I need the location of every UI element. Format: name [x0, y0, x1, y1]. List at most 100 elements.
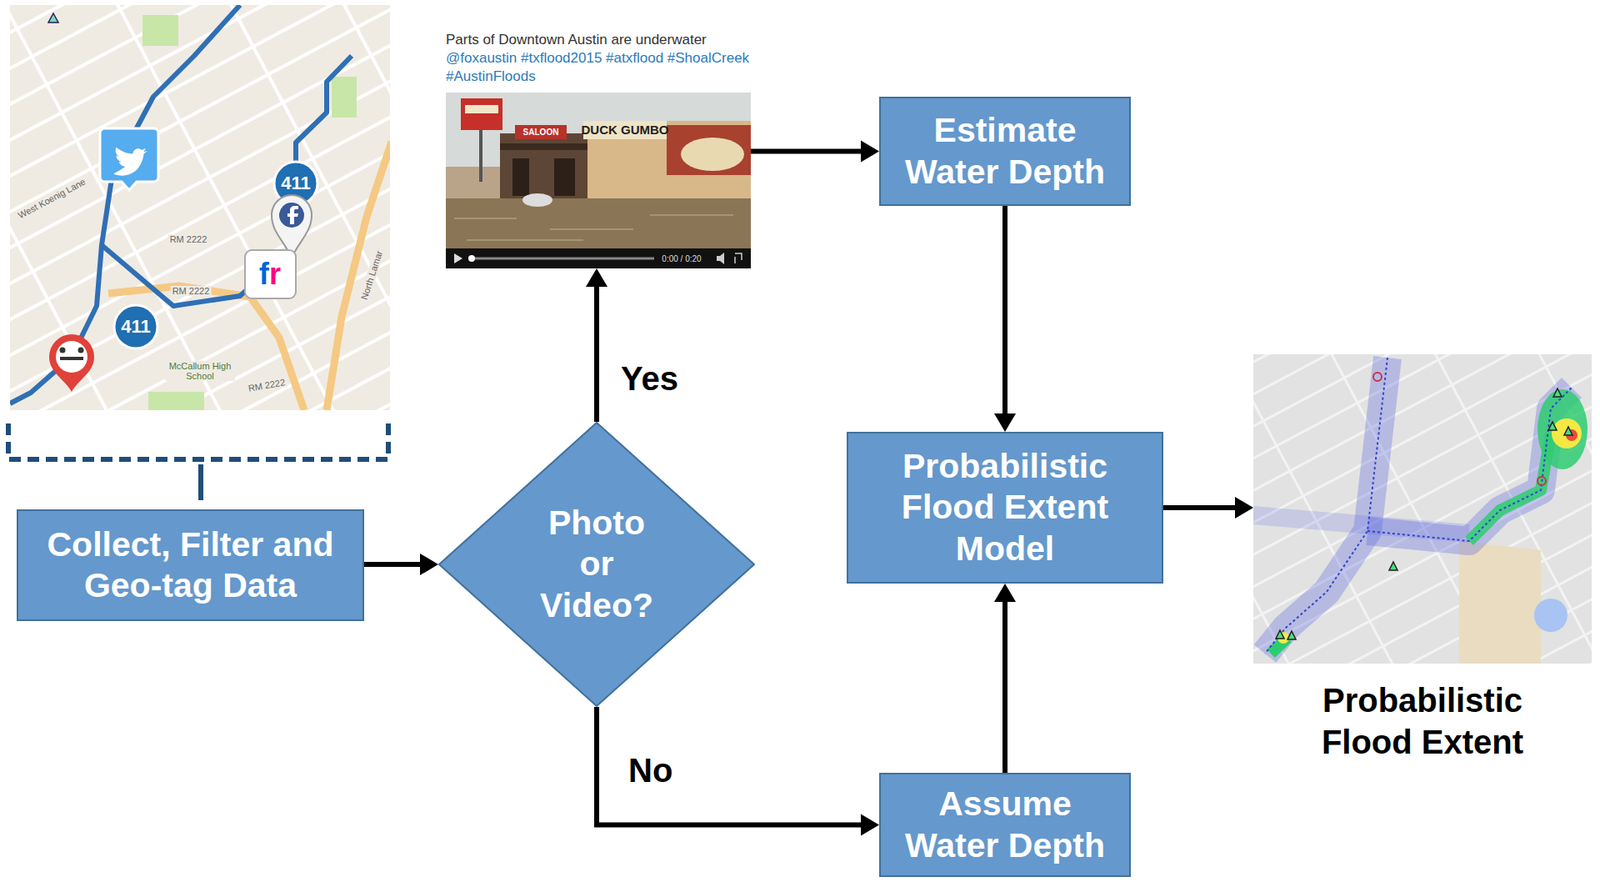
result-map: Probabilistic Flood Extent [1253, 354, 1592, 763]
street-name: RM 2222 [170, 285, 212, 296]
arrow-head [420, 553, 439, 575]
play-icon [454, 253, 463, 264]
volume-icon [716, 252, 725, 265]
flood-band [1265, 357, 1388, 654]
arrow-head [860, 814, 880, 836]
flood-heat [1469, 433, 1551, 541]
tweet-hashtags: @foxaustin #txflood2015 #atxflood #Shoal… [445, 49, 751, 86]
marker-triangle [1287, 630, 1296, 640]
flood-photo [445, 92, 751, 269]
connector [596, 706, 880, 836]
street-name: RM 2222 [168, 234, 210, 245]
stretcher-icon [60, 356, 84, 360]
video-time: 0:00 / 0:20 [661, 254, 701, 264]
photo-awning [500, 143, 592, 150]
text-group: Collect, Filter and Geo-tag Data [33, 524, 348, 606]
text-group: Assume Water Depth [895, 783, 1115, 865]
node-text: Assume Water Depth [895, 783, 1115, 865]
connector-line [594, 286, 600, 422]
marker-triangle [1275, 630, 1285, 639]
connector-line [1002, 601, 1008, 773]
marker-triangle [1553, 388, 1562, 397]
park [331, 76, 357, 118]
photo-mural [680, 137, 745, 171]
flickr-tile [245, 250, 296, 299]
map-ground [1253, 354, 1592, 664]
route-number: 411 [280, 173, 311, 194]
text-group: Parts of Downtown Austin are underwater@… [445, 30, 751, 86]
photo-sky [445, 92, 751, 269]
route-number: 411 [120, 316, 151, 337]
connector-line [364, 561, 420, 567]
input-map [10, 5, 390, 410]
creek-route [10, 5, 240, 404]
call-marker [114, 305, 158, 349]
decision-diamond: Photo or Video? [438, 421, 755, 707]
marker-triangle [48, 13, 59, 23]
marker-circle [1537, 476, 1546, 485]
arrow-head [585, 268, 608, 287]
marker-triangle [1389, 561, 1398, 570]
process-box: Collect, Filter and Geo-tag Data [16, 509, 365, 621]
node-text: Collect, Filter and Geo-tag Data [33, 524, 348, 606]
text-group: Photo or Video? [534, 502, 660, 626]
connector [364, 553, 439, 575]
park [148, 391, 205, 410]
flood-heat [1537, 389, 1588, 470]
twitter-icon [100, 128, 159, 190]
road [108, 285, 305, 410]
dashed-bracket [8, 423, 389, 460]
creek-line [1265, 357, 1388, 654]
connector [994, 205, 1016, 432]
facebook-icon [279, 202, 305, 228]
bracket-tick [198, 464, 204, 500]
marker-triangle [1548, 421, 1557, 430]
process-box: Assume Water Depth [879, 772, 1131, 877]
arrow-head [1235, 496, 1254, 519]
connector [994, 583, 1016, 773]
photo-ripples [454, 215, 734, 240]
decision-text: Photo or Video? [534, 502, 660, 626]
text-group: Probabilistic Flood Extent [1297, 679, 1548, 763]
campus-area [1459, 540, 1541, 664]
marker-triangle [1564, 426, 1573, 435]
arrow-head [994, 413, 1016, 432]
fullscreen-icon [735, 253, 742, 264]
rescue-marker [49, 334, 95, 392]
photo-door [554, 158, 575, 196]
connector [1163, 496, 1254, 519]
photo-building [500, 133, 592, 205]
facebook-pin [271, 195, 312, 258]
progress-bar [468, 257, 655, 260]
text-group: Estimate Water Depth [895, 110, 1115, 192]
tweet-text: Parts of Downtown Austin are underwater [445, 30, 751, 50]
road [326, 141, 390, 410]
edge-label: Yes [617, 358, 682, 399]
node-text: Probabilistic Flood Extent Model [863, 445, 1147, 570]
result-caption: Probabilistic Flood Extent [1297, 679, 1548, 763]
node-text: Estimate Water Depth [895, 110, 1115, 192]
video-bar [445, 248, 751, 269]
photo-sign [515, 125, 567, 140]
connector-line [1002, 205, 1008, 414]
pond [1534, 598, 1568, 632]
photo-water [445, 198, 751, 250]
connector [750, 140, 880, 163]
photo-sign-text: SALOON [523, 127, 560, 137]
edge-label: No [625, 750, 676, 790]
connector-line [750, 149, 861, 155]
photo-door [512, 158, 530, 196]
rescue-marker-inner [55, 340, 88, 373]
flood-heat [1551, 418, 1582, 449]
photo-sandbags [522, 193, 553, 207]
tweet-card: Parts of Downtown Austin are underwater@… [445, 30, 751, 269]
connector-line [596, 706, 861, 825]
progress-knob [468, 255, 475, 262]
park [142, 15, 179, 46]
marker-circle [1373, 372, 1382, 381]
person-icon [60, 347, 66, 354]
output-map [1253, 354, 1592, 664]
photo-mural [666, 125, 751, 175]
diamond-outline [439, 422, 755, 706]
flickr-logo: fr [259, 257, 281, 291]
